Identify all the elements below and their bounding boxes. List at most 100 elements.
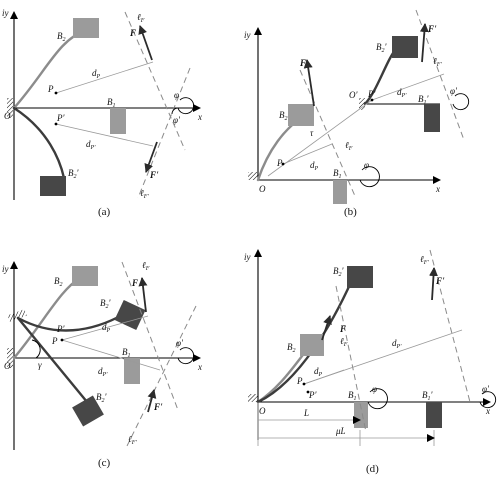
d-label-dPp: d bbox=[392, 338, 397, 348]
b-caption: (b) bbox=[344, 206, 357, 218]
c-label-B2p: B bbox=[100, 298, 106, 308]
c-label-lF-sub: F bbox=[145, 266, 150, 272]
b-label-dPp-sub: P' bbox=[401, 93, 408, 99]
b-label-phip: φ' bbox=[450, 86, 458, 96]
b-label-lFp: ℓ bbox=[433, 56, 437, 66]
a-label-lF-sub: F bbox=[140, 18, 145, 24]
svg-text:ℓF: ℓF bbox=[137, 12, 145, 24]
panel-b: iy x O O' P P' B2 B1 B2' B1' F F' ℓF ℓF'… bbox=[244, 9, 470, 218]
a-line-lFp bbox=[137, 67, 191, 199]
c-point-P bbox=[60, 338, 64, 342]
d-label-lF-sub: F bbox=[343, 342, 348, 348]
a-label-B2-sub: 2 bbox=[63, 37, 66, 43]
svg-text:B1: B1 bbox=[122, 347, 131, 359]
b-label-dP: d bbox=[310, 160, 315, 170]
b-label-O: O bbox=[259, 184, 266, 194]
d-label-dP-sub: P bbox=[318, 372, 323, 378]
svg-text:B2: B2 bbox=[57, 31, 66, 43]
d-label-lFp-sub: F' bbox=[423, 260, 430, 266]
svg-text:dP': dP' bbox=[397, 87, 407, 99]
d-label-F: F bbox=[339, 324, 346, 334]
svg-text:dP: dP bbox=[92, 68, 101, 80]
b-label-B1-sub: 1 bbox=[339, 174, 342, 180]
b-wall bbox=[248, 172, 258, 180]
b-point-Pp bbox=[370, 98, 374, 102]
a-label-lF: ℓ bbox=[137, 12, 141, 22]
c-arc-phip bbox=[177, 347, 195, 365]
svg-text:B1: B1 bbox=[348, 390, 357, 402]
d-label-muL: μL bbox=[335, 426, 346, 436]
b-label-B2-sub: 2 bbox=[285, 116, 288, 122]
c-block-B2 bbox=[72, 266, 98, 286]
d-line-lFp bbox=[429, 249, 471, 403]
b-label-B2p: B bbox=[376, 42, 382, 52]
a-label-dP: d bbox=[92, 68, 97, 78]
a-arc-phi bbox=[177, 97, 195, 115]
b-label-dPp: d bbox=[397, 87, 402, 97]
b-label-iy: iy bbox=[244, 30, 251, 40]
d-line-lF bbox=[335, 285, 367, 433]
d-label-dP: d bbox=[314, 366, 319, 376]
b-label-B2p-prime: ' bbox=[385, 42, 388, 52]
svg-text:B2': B2' bbox=[96, 392, 108, 404]
c-arc-gamma bbox=[31, 339, 41, 359]
c-label-lFp-sub: F' bbox=[131, 440, 138, 446]
b-block-B1 bbox=[333, 180, 347, 204]
c-label-B2-sub: 2 bbox=[60, 282, 63, 288]
c-label-F: F bbox=[131, 278, 138, 288]
c-label-dP: d bbox=[102, 322, 107, 332]
b-label-P: P bbox=[276, 158, 283, 168]
a-label-B2p-prime: ' bbox=[77, 168, 80, 178]
d-arc-phip bbox=[479, 391, 497, 409]
b-label-F: F bbox=[299, 58, 306, 68]
d-label-L: L bbox=[303, 408, 309, 418]
b-label-B2: B bbox=[279, 110, 285, 120]
svg-text:B2': B2' bbox=[100, 298, 112, 310]
a-caption: (a) bbox=[98, 206, 111, 218]
a-label-dPp: d bbox=[86, 139, 91, 149]
b-wall-Op bbox=[359, 98, 365, 110]
d-force-Fp bbox=[429, 267, 438, 301]
svg-text:ℓF': ℓF' bbox=[140, 188, 149, 200]
a-label-B1-sub: 1 bbox=[113, 103, 116, 109]
a-label-lFp-sub: F' bbox=[143, 194, 150, 200]
b-line-lF bbox=[299, 69, 356, 197]
svg-text:dP': dP' bbox=[98, 366, 108, 378]
d-wall bbox=[248, 394, 258, 402]
a-label-Fp: F' bbox=[149, 170, 159, 180]
c-label-gamma: γ bbox=[38, 360, 42, 370]
a-label-phip: φ' bbox=[173, 115, 181, 125]
b-label-B2p-sub: 2 bbox=[382, 48, 385, 54]
svg-text:B2': B2' bbox=[68, 168, 80, 180]
a-label-B2p: B bbox=[68, 168, 74, 178]
a-rod-upper bbox=[12, 28, 88, 110]
svg-text:dP': dP' bbox=[392, 338, 402, 350]
b-label-B1p-prime: ' bbox=[427, 94, 430, 104]
a-block-B2 bbox=[73, 18, 99, 38]
svg-text:B1': B1' bbox=[422, 390, 434, 402]
b-label-lF-sub: F bbox=[348, 146, 353, 152]
c-label-B2: B bbox=[54, 276, 60, 286]
d-label-O: O bbox=[259, 406, 266, 416]
c-label-B1: B bbox=[122, 347, 128, 357]
a-label-P: P bbox=[47, 84, 54, 94]
d-point-Pp bbox=[306, 390, 310, 394]
c-force-F bbox=[138, 277, 148, 313]
d-label-B1: B bbox=[348, 390, 354, 400]
d-arc-phi bbox=[367, 388, 388, 410]
d-label-B1p: B bbox=[422, 390, 428, 400]
c-label-O: O bbox=[4, 361, 11, 371]
d-label-phip: φ' bbox=[482, 384, 490, 394]
svg-text:B2': B2' bbox=[333, 266, 345, 278]
a-dPp-line bbox=[55, 123, 154, 147]
b-label-Fp: F' bbox=[427, 24, 437, 34]
c-line-lFp bbox=[125, 305, 197, 449]
a-label-B1: B bbox=[107, 97, 113, 107]
svg-text:dP': dP' bbox=[86, 139, 96, 151]
b-label-phi: φ bbox=[364, 160, 369, 170]
d-label-B1-sub: 1 bbox=[354, 396, 357, 402]
a-force-F bbox=[138, 25, 153, 61]
c-line-lF bbox=[121, 261, 179, 411]
c-caption: (c) bbox=[98, 457, 111, 469]
